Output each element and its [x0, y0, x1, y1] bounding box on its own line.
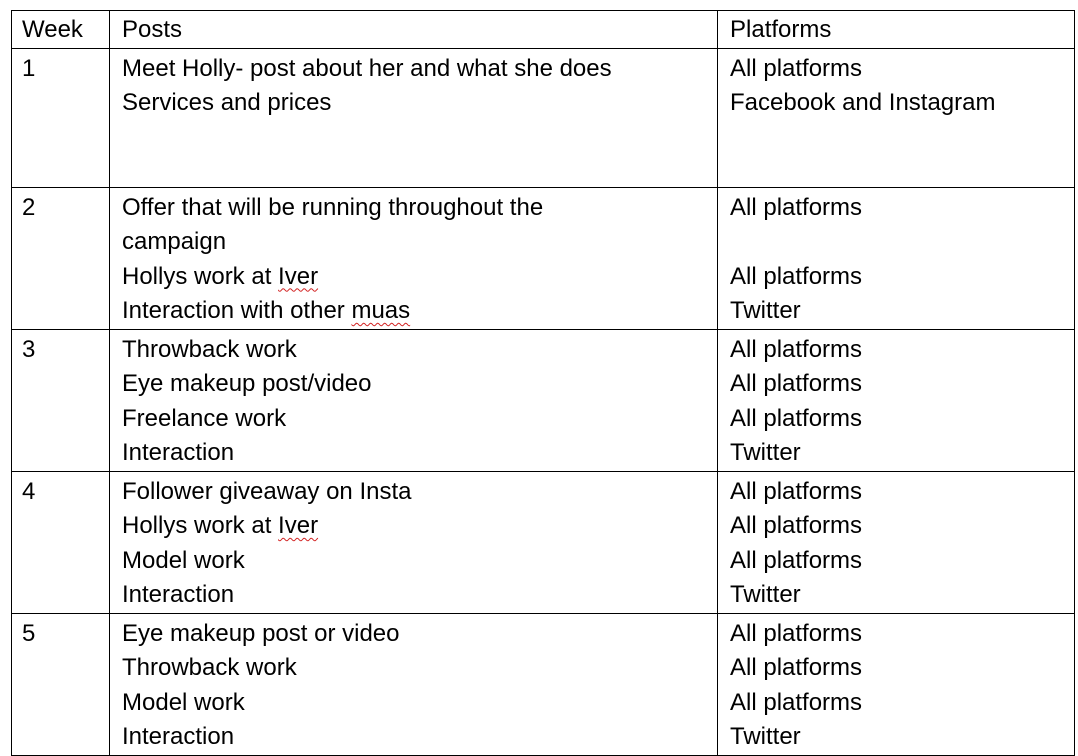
post-text: Throwback work — [122, 654, 297, 681]
post-text: Interaction — [122, 439, 235, 466]
post-text: Services and prices — [122, 89, 332, 116]
campaign-schedule-table: Week Posts Platforms 1 Meet Holly- post a… — [11, 10, 1075, 756]
platform-item: All platforms — [730, 370, 863, 397]
platform-item: Twitter — [730, 723, 801, 750]
misspelled-word: Iver — [278, 262, 319, 290]
platform-item: All platforms — [730, 54, 863, 82]
week-cell: 1 — [11, 47, 110, 188]
posts-cell: Meet Holly- post about her and what she … — [109, 47, 718, 188]
week-cell: 2 — [11, 186, 110, 330]
post-text: campaign — [122, 228, 227, 255]
post-text: Hollys work at — [122, 512, 279, 539]
posts-cell: Offer that will be running throughout th… — [109, 186, 718, 330]
header-posts: Posts — [109, 10, 718, 49]
platform-item — [718, 225, 1074, 260]
post-item: Hollys work at Iver — [110, 260, 717, 295]
post-text: Hollys work at — [122, 262, 279, 290]
post-text: Interaction — [122, 581, 235, 608]
platform-item: Twitter — [730, 439, 801, 466]
post-item: Interaction — [110, 436, 717, 471]
misspelled-word: Iver — [278, 512, 319, 539]
post-item: Services and prices — [110, 86, 717, 121]
post-text: Model work — [122, 546, 245, 574]
week-number: 2 — [22, 193, 36, 221]
week-number: 1 — [22, 54, 36, 82]
header-week: Week — [11, 10, 110, 49]
post-text: Meet Holly- post about her and what she … — [122, 54, 612, 82]
week-cell: 5 — [11, 612, 110, 756]
platform-item: Twitter — [730, 297, 801, 324]
week-cell: 4 — [11, 470, 110, 614]
week-number: 4 — [22, 477, 36, 505]
week-cell: 3 — [11, 328, 110, 472]
post-text: Offer that will be running throughout th… — [122, 193, 544, 221]
post-item: Eye makeup post or video — [110, 617, 717, 652]
post-item: Interaction — [110, 578, 717, 613]
table-row: 2 Offer that will be running throughout t… — [11, 186, 1075, 330]
platform-item: All platforms — [730, 262, 863, 290]
misspelled-word: muas — [351, 297, 411, 324]
post-item: Throwback work — [110, 651, 717, 686]
week-number: 5 — [22, 619, 36, 647]
post-item: campaign — [110, 225, 717, 260]
platform-item: All platforms — [730, 688, 863, 716]
post-item: Interaction — [110, 720, 717, 755]
platform-item: Facebook and Instagram — [730, 89, 996, 116]
post-item: Model work — [110, 686, 717, 721]
platform-item: Twitter — [730, 581, 801, 608]
post-item: Interaction with other muas — [110, 294, 717, 329]
platform-item: All platforms — [730, 654, 863, 681]
platform-item: All platforms — [730, 512, 863, 539]
post-text: Freelance work — [122, 404, 287, 432]
post-item: Follower giveaway on Insta — [110, 475, 717, 510]
post-item: Freelance work — [110, 402, 717, 437]
platform-item: All platforms — [730, 404, 863, 432]
post-text: Throwback work — [122, 335, 297, 363]
post-text: Follower giveaway on Insta — [122, 477, 412, 505]
post-item: Model work — [110, 544, 717, 579]
post-text: Eye makeup post or video — [122, 619, 400, 647]
platform-item: All platforms — [730, 619, 863, 647]
header-row: Week Posts Platforms — [11, 10, 1075, 49]
post-item: Throwback work — [110, 333, 717, 368]
post-text: Eye makeup post/video — [122, 370, 372, 397]
post-item: Meet Holly- post about her and what she … — [110, 52, 717, 87]
table-row: 1 Meet Holly- post about her and what she… — [11, 47, 1075, 188]
header-platforms: Platforms — [717, 10, 1075, 49]
post-text: Interaction — [122, 723, 235, 750]
post-text: Interaction with other — [122, 297, 352, 324]
platform-item: All platforms — [730, 546, 863, 574]
post-text: Model work — [122, 688, 245, 716]
post-item: Eye makeup post/video — [110, 367, 717, 402]
platform-item: All platforms — [730, 335, 863, 363]
platform-item: All platforms — [730, 193, 863, 221]
table-body: 1 Meet Holly- post about her and what she… — [11, 47, 1075, 756]
platform-item: All platforms — [730, 477, 863, 505]
week-number: 3 — [22, 335, 36, 363]
post-item: Offer that will be running throughout th… — [110, 191, 717, 226]
post-item: Hollys work at Iver — [110, 509, 717, 544]
